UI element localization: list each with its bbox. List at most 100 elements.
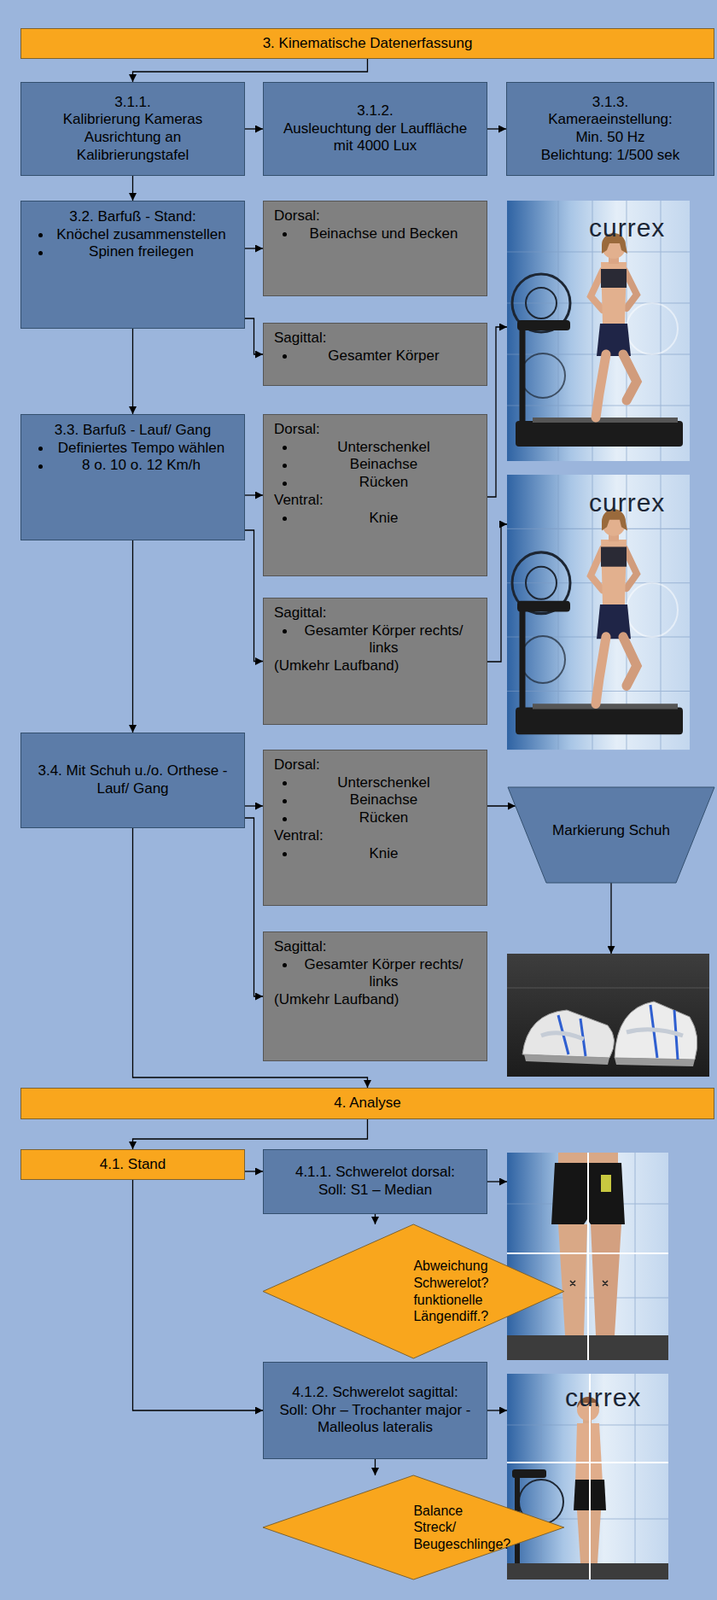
bullet-text: Beinachse: [273, 791, 477, 810]
text-group: 3.3. Barfuß - Lauf/ GangDefiniertes Temp…: [29, 421, 236, 475]
process-box: 3.2. Barfuß - Stand:Knöchel zusammenstel…: [20, 200, 245, 329]
decision-diamond: Balance Streck/ Beugeschlinge?: [262, 1474, 565, 1580]
text-group: Dorsal:UnterschenkelBeinachseRückenVentr…: [273, 756, 477, 863]
text-group: Markierung Schuh: [548, 821, 674, 840]
detail-box: Dorsal:Beinachse und Becken: [262, 200, 488, 297]
bullet-text: Knie: [273, 509, 477, 528]
step-box: 4.1. Stand: [20, 1148, 245, 1180]
node-text: Soll: Ohr – Trochanter major - Malleolus…: [272, 1401, 478, 1437]
detail-box: Dorsal:UnterschenkelBeinachseRückenVentr…: [262, 413, 488, 577]
node-text: 3. Kinematische Datenerfassung: [29, 34, 706, 53]
connector-arrow: [133, 1179, 264, 1411]
diamond-outline: [262, 1474, 565, 1580]
node-text: Sagittal:: [273, 604, 477, 623]
connector-arrow: [244, 128, 263, 129]
bullet-text: Definiertes Tempo wählen: [29, 439, 236, 458]
connector-arrow: [132, 540, 134, 733]
connector-arrow: [244, 494, 263, 496]
node-text: Dorsal:: [273, 207, 477, 226]
process-box: 3.4. Mit Schuh u./o. Orthese - Lauf/ Gan…: [20, 732, 245, 828]
connector-arrow: [244, 247, 263, 249]
connector-arrow: [374, 1458, 376, 1475]
bullet-text: Rücken: [273, 809, 477, 828]
output-trapezoid: Markierung Schuh: [507, 786, 715, 883]
text-group: 3.2. Barfuß - Stand:Knöchel zusammenstel…: [29, 208, 236, 262]
node-text: Ausleuchtung der Lauffläche mit 4000 Lux: [272, 120, 478, 156]
section-band: 3. Kinematische Datenerfassung: [20, 28, 715, 59]
node-text: Kalibrierung Kameras: [29, 110, 236, 129]
node-text: Sagittal:: [273, 329, 477, 348]
text-group: Dorsal:Beinachse und Becken: [273, 207, 477, 243]
connector-arrow: [487, 128, 507, 129]
connector-arrow: [244, 318, 263, 355]
text-group: 4.1.2. Schwerelot sagittal:Soll: Ohr – T…: [272, 1383, 478, 1437]
node-text: 4. Analyse: [29, 1094, 706, 1113]
node-text: Ventral:: [273, 491, 477, 510]
text-group: Sagittal:Gesamter Körper: [273, 329, 477, 365]
node-text: 3.2. Barfuß - Stand:: [29, 208, 236, 227]
connector-arrow: [133, 1119, 368, 1149]
bullet-text: Spinen freilegen: [29, 243, 236, 262]
text-group: 4.1.1. Schwerelot dorsal:Soll: S1 – Medi…: [272, 1163, 478, 1199]
process-box: 3.1.1.Kalibrierung KamerasAusrichtung an…: [20, 81, 245, 176]
node-text: 3.3. Barfuß - Lauf/ Gang: [29, 421, 236, 440]
bullet-text: Knie: [273, 845, 477, 863]
process-box: 4.1.2. Schwerelot sagittal:Soll: Ohr – T…: [262, 1361, 488, 1459]
text-group: Sagittal:Gesamter Körper rechts/ links(U…: [273, 938, 477, 1009]
bullet-text: Unterschenkel: [273, 774, 477, 793]
text-group: Sagittal:Gesamter Körper rechts/ links(U…: [273, 604, 477, 676]
node-text: (Umkehr Laufband): [273, 990, 477, 1009]
process-box: 3.1.2.Ausleuchtung der Lauffläche mit 40…: [262, 81, 488, 176]
node-text: (Umkehr Laufband): [273, 657, 477, 676]
node-text: Soll: S1 – Median: [272, 1181, 478, 1200]
bullet-text: Knöchel zusammenstellen: [29, 226, 236, 245]
connector-arrow: [132, 328, 134, 414]
connector-arrow: [374, 1213, 376, 1225]
connector-arrow: [244, 804, 263, 806]
connector-arrow: [132, 175, 134, 201]
process-box: 4.1.1. Schwerelot dorsal:Soll: S1 – Medi…: [262, 1148, 488, 1214]
logo-text: currex: [588, 215, 665, 241]
connector-arrow: [487, 804, 516, 806]
decision-diamond: Abweichung Schwerelot? funktionelle Läng…: [262, 1224, 565, 1359]
bullet-text: Rücken: [273, 473, 477, 492]
connector-arrow: [244, 817, 263, 997]
connector-arrow: [244, 1170, 263, 1172]
node-text: Sagittal:: [273, 938, 477, 956]
node-text: 4.1.2. Schwerelot sagittal:: [272, 1383, 478, 1402]
text-group: 3.1.1.Kalibrierung KamerasAusrichtung an…: [29, 93, 236, 165]
node-text: Dorsal:: [273, 756, 477, 775]
node-text: Kameraeinstellung:: [515, 110, 706, 129]
node-text: Markierung Schuh: [548, 821, 674, 840]
logo-text: currex: [565, 1384, 642, 1411]
bullet-text: Gesamter Körper rechts/ links: [273, 622, 477, 658]
detail-box: Sagittal:Gesamter Körper rechts/ links(U…: [262, 597, 488, 725]
section-band: 4. Analyse: [20, 1087, 715, 1120]
node-text: Ausrichtung an Kalibrierungstafel: [29, 128, 236, 164]
text-group: 3. Kinematische Datenerfassung: [29, 34, 706, 53]
node-text: 4.1.1. Schwerelot dorsal:: [272, 1163, 478, 1182]
node-text: 3.1.3.: [515, 93, 706, 112]
node-text: 4.1. Stand: [29, 1155, 236, 1174]
text-group: 3.4. Mit Schuh u./o. Orthese - Lauf/ Gan…: [29, 762, 236, 798]
node-text: 3.1.1.: [29, 93, 236, 112]
node-text: 3.4. Mit Schuh u./o. Orthese - Lauf/ Gan…: [29, 762, 236, 798]
process-box: 3.1.3.Kameraeinstellung:Min. 50 HzBelich…: [506, 81, 715, 176]
bullet-text: Unterschenkel: [273, 438, 477, 457]
text-group: 3.1.2.Ausleuchtung der Lauffläche mit 40…: [272, 102, 478, 156]
node-text: 3.1.2.: [272, 102, 478, 121]
text-group: 4. Analyse: [29, 1094, 706, 1113]
node-text: Dorsal:: [273, 420, 477, 439]
text-group: Dorsal:UnterschenkelBeinachseRückenVentr…: [273, 420, 477, 527]
bullet-text: Beinachse: [273, 455, 477, 474]
diamond-outline: [262, 1224, 565, 1359]
bullet-text: 8 o. 10 o. 12 Km/h: [29, 456, 236, 475]
text-group: 3.1.3.Kameraeinstellung:Min. 50 HzBelich…: [515, 93, 706, 165]
connector-arrow: [133, 58, 368, 82]
detail-box: Dorsal:UnterschenkelBeinachseRückenVentr…: [262, 749, 488, 906]
detail-box: Sagittal:Gesamter Körper: [262, 322, 488, 386]
logo-text: currex: [588, 489, 665, 516]
detail-box: Sagittal:Gesamter Körper rechts/ links(U…: [262, 931, 488, 1061]
bullet-text: Gesamter Körper rechts/ links: [273, 956, 477, 991]
